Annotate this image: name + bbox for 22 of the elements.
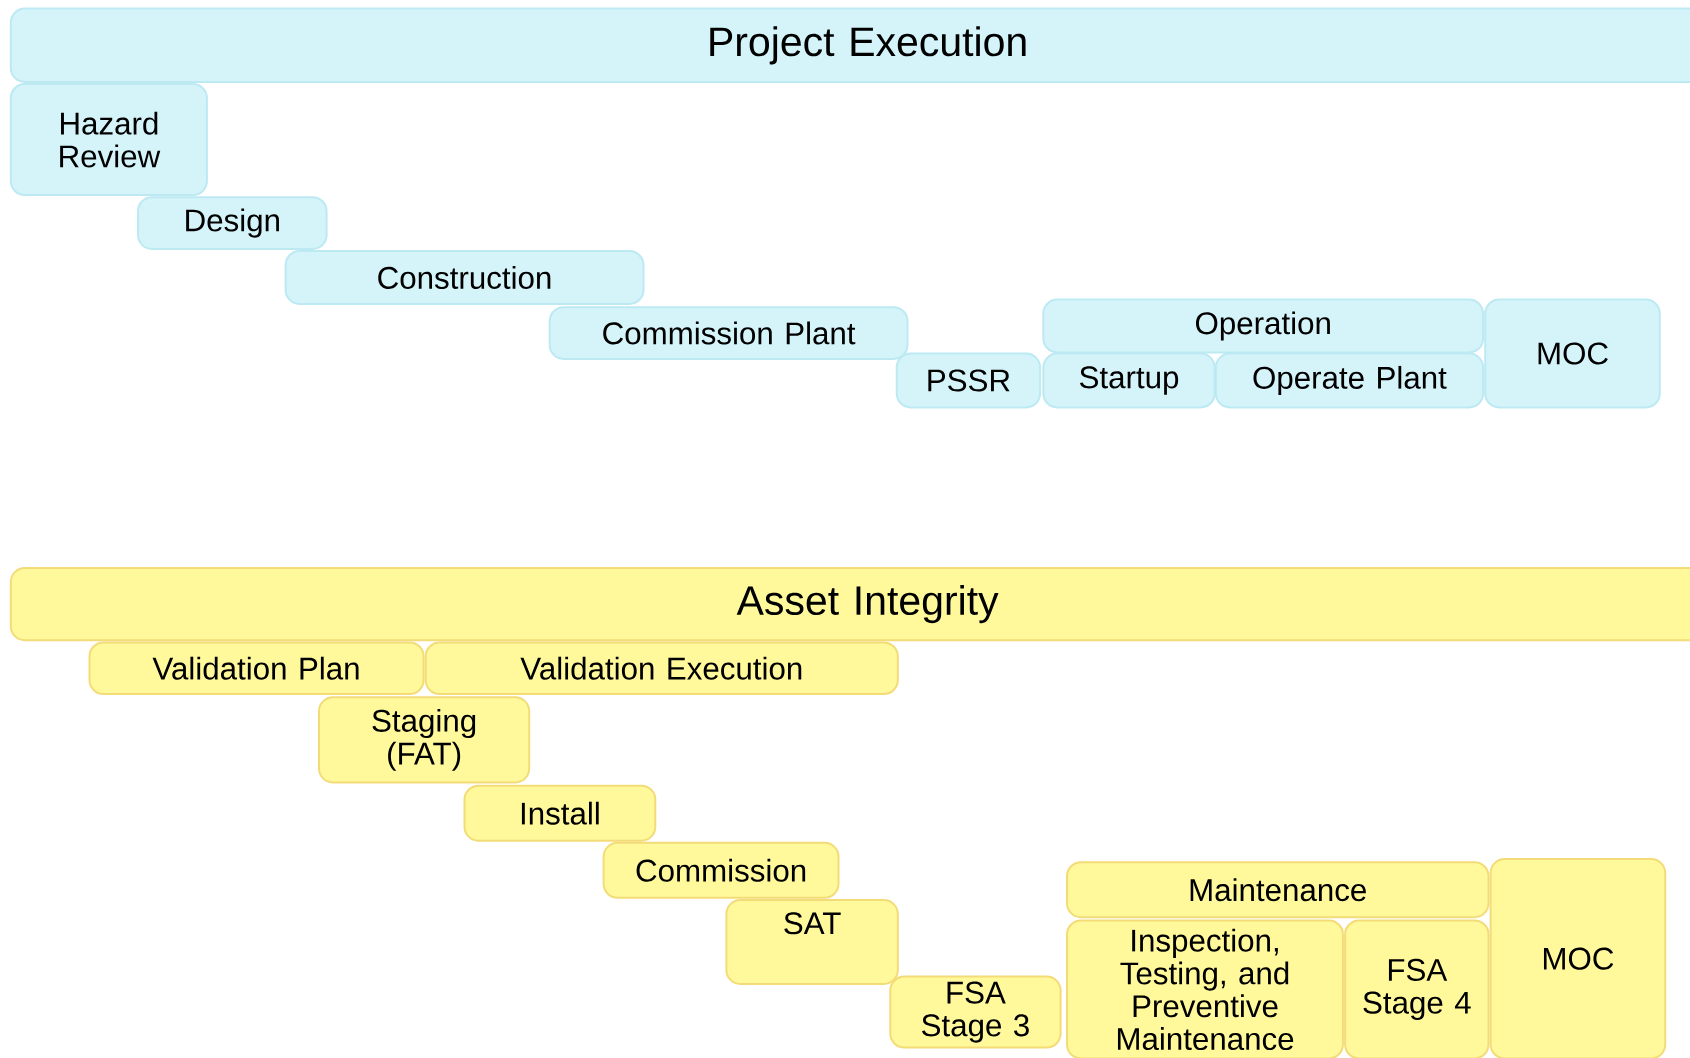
phase-box: Inspection, Testing, and Preventive Maintenance	[1066, 919, 1344, 1058]
phase-box: Validation Execution	[424, 641, 899, 696]
phase-box: Install	[463, 784, 657, 842]
phase-box: Operate Plant	[1214, 352, 1485, 409]
phase-box: Commission	[602, 841, 840, 899]
phase-box: Commission Plant	[548, 306, 909, 360]
phase-box: MOC	[1484, 298, 1661, 409]
phase-box: FSA Stage 3	[889, 975, 1062, 1049]
phase-box: Maintenance	[1066, 861, 1490, 919]
heading-band: Project Execution	[9, 7, 1690, 83]
phase-box: Startup	[1042, 352, 1216, 409]
phase-box: Validation Plan	[88, 641, 425, 696]
phase-box: Hazard Review	[9, 83, 208, 197]
phase-box: Operation	[1042, 298, 1485, 354]
phase-box: FSA Stage 4	[1344, 919, 1490, 1058]
phase-box: Staging (FAT)	[318, 696, 531, 784]
phase-box: PSSR	[895, 352, 1042, 409]
phase-box: SAT	[725, 899, 899, 985]
phase-box: MOC	[1489, 858, 1667, 1058]
heading-band: Asset Integrity	[9, 567, 1690, 642]
phase-box: Design	[137, 196, 328, 250]
phase-box: Construction	[284, 250, 645, 305]
